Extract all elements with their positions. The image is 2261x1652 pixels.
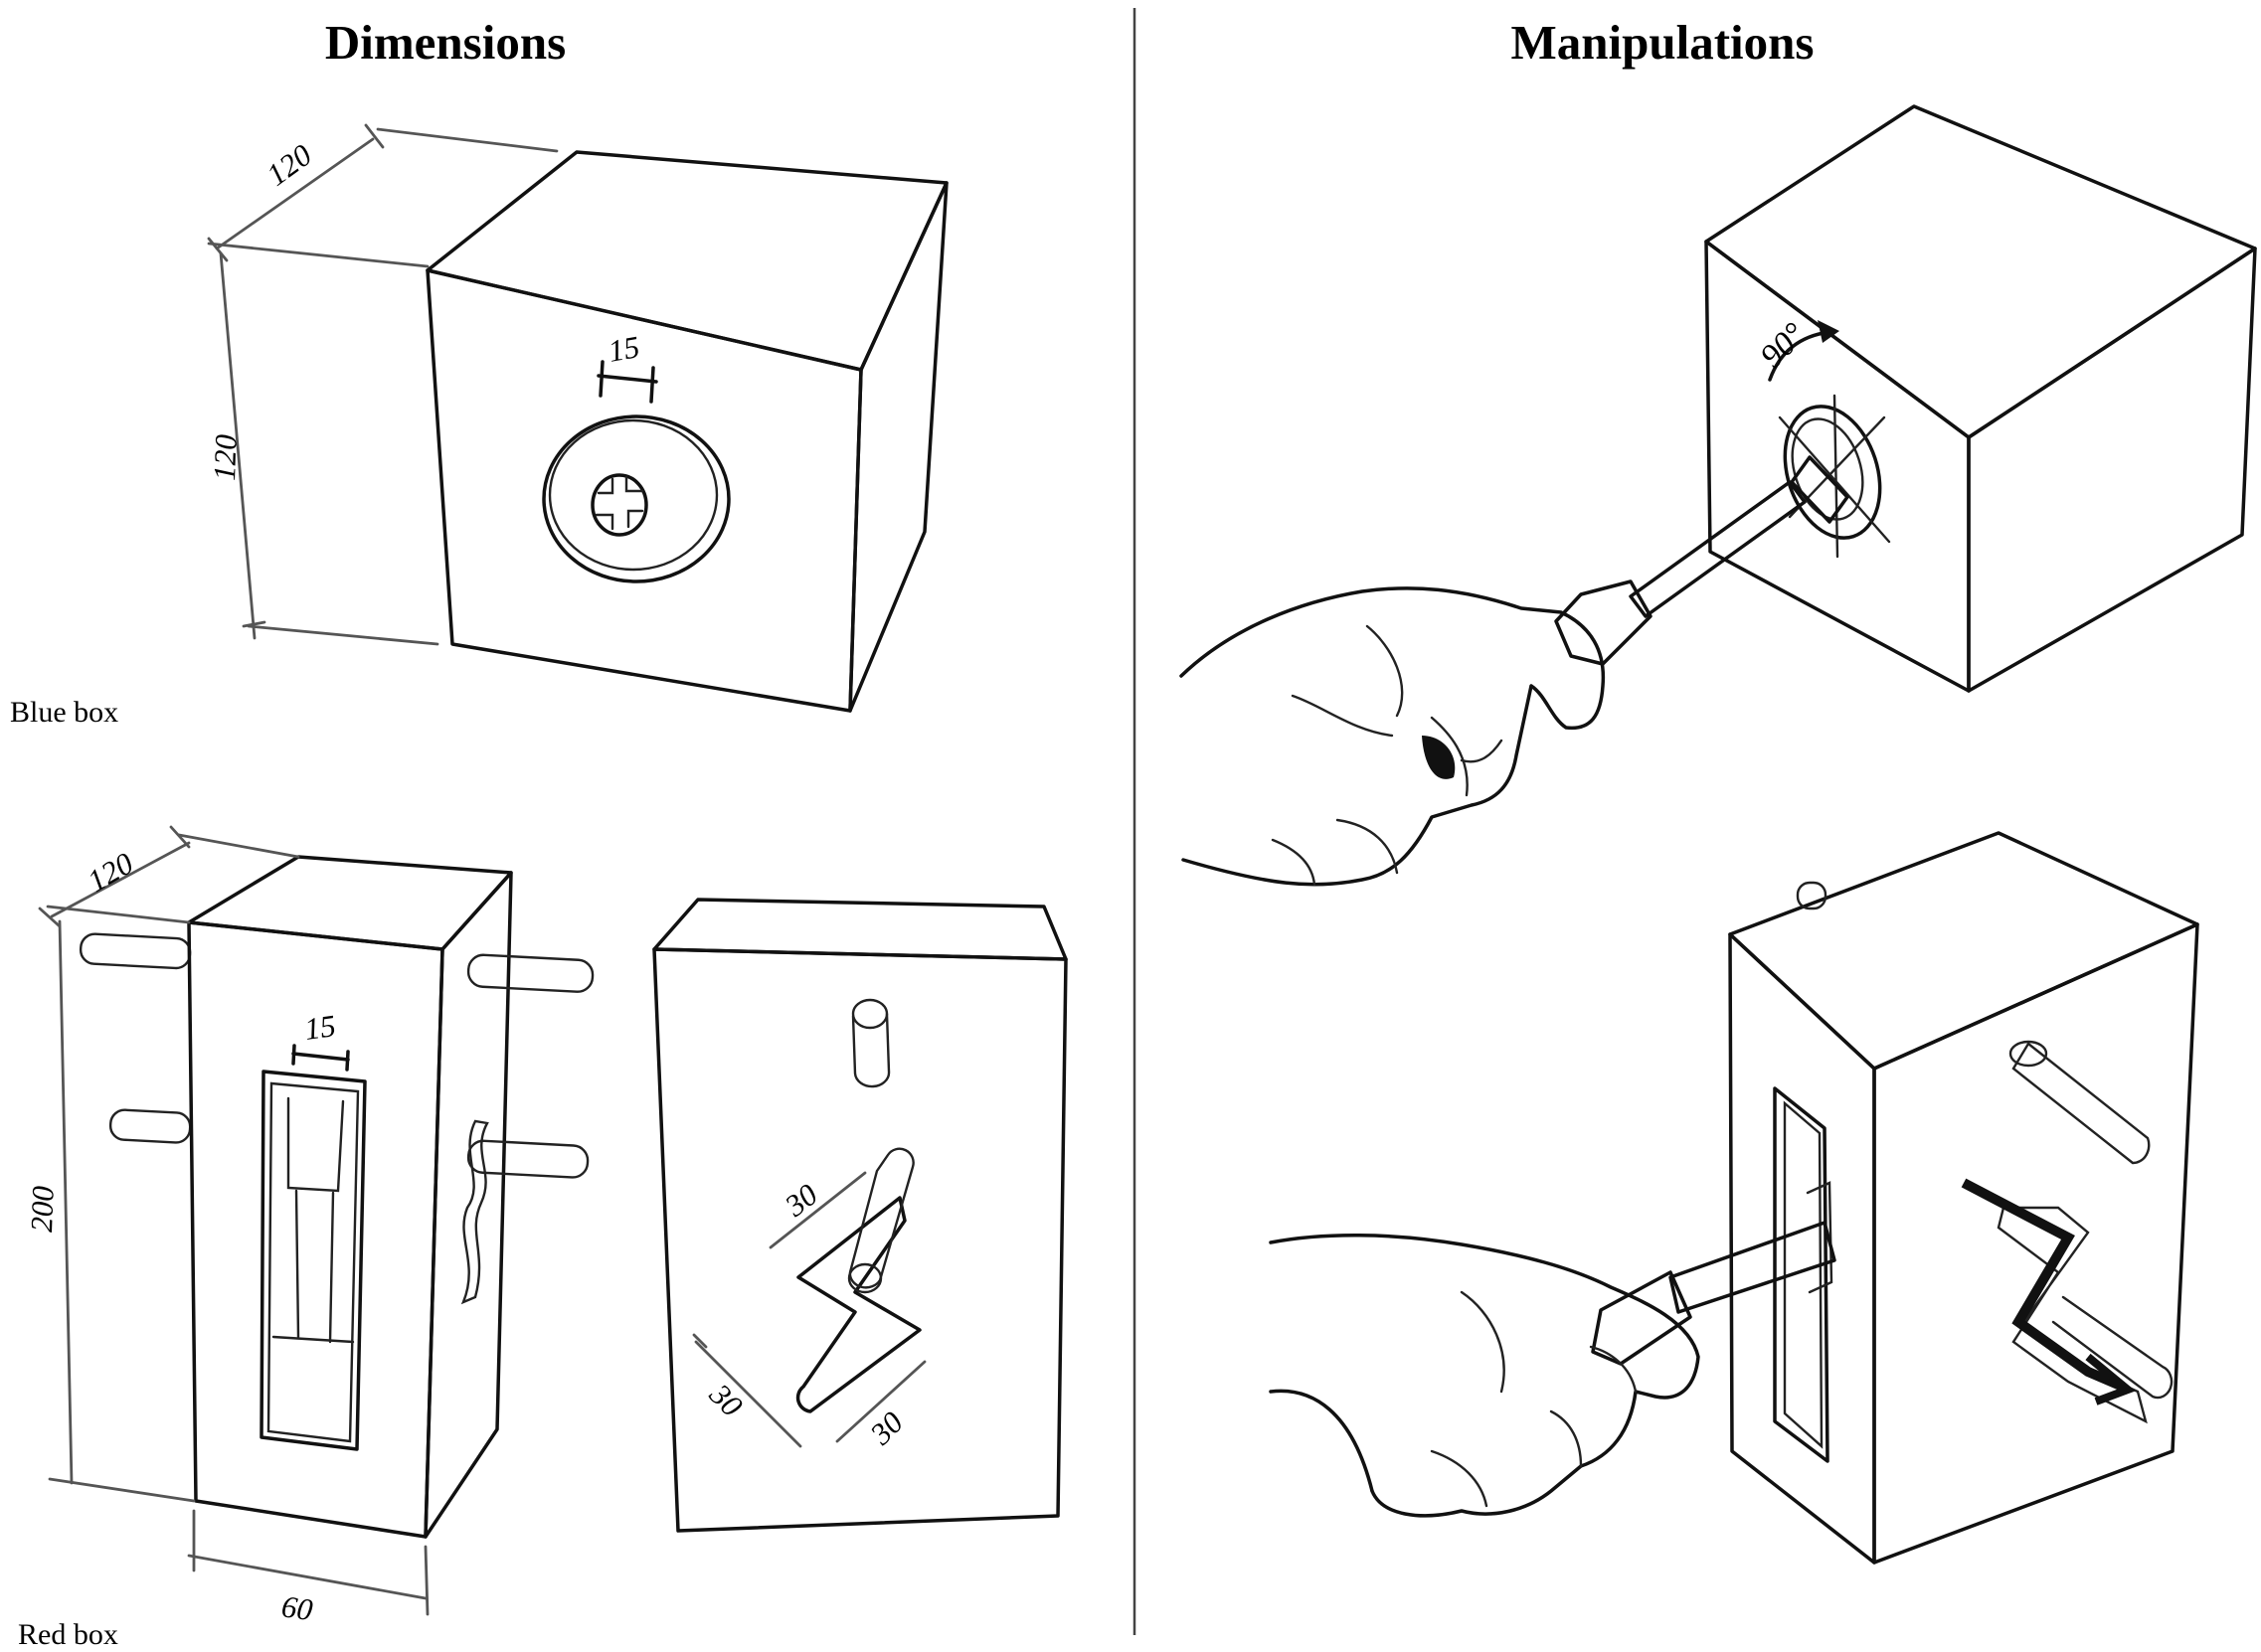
- red-height-label: 200: [24, 1185, 61, 1233]
- red-box-top-face: [187, 855, 513, 951]
- rotation-label: 90°: [1753, 316, 1813, 376]
- blue-height-label: 120: [207, 433, 244, 481]
- blue-box-caption: Blue box: [10, 696, 119, 729]
- blue-box-front-face: [426, 268, 863, 713]
- red-box-back-drawing: 30 30 30: [652, 898, 1068, 1533]
- red-box-caption: Red box: [18, 1618, 118, 1651]
- path-top-label: 30: [778, 1177, 824, 1225]
- blue-box-dial: [542, 414, 731, 583]
- red-depth-label: 120: [82, 845, 139, 899]
- path-left-label: 30: [702, 1376, 750, 1423]
- red-width-label: 60: [279, 1588, 315, 1627]
- red-box-manipulation-drawing: [1269, 831, 2199, 1565]
- blue-box-right-face: [848, 181, 949, 713]
- red-slot-label: 15: [302, 1008, 338, 1047]
- blue-slot-label: 15: [606, 329, 642, 369]
- blue-box-top-face: [426, 150, 949, 372]
- red-box-front-drawing: 120 200 60 15: [24, 825, 595, 1627]
- blue-box-dimension-drawing: 120 120 15: [207, 123, 949, 713]
- blue-box-manipulation-drawing: 90°: [1179, 104, 2257, 887]
- manipulations-title: Manipulations: [1510, 15, 1815, 70]
- red-box-front-face: [187, 920, 444, 1539]
- dimensions-title: Dimensions: [324, 15, 567, 70]
